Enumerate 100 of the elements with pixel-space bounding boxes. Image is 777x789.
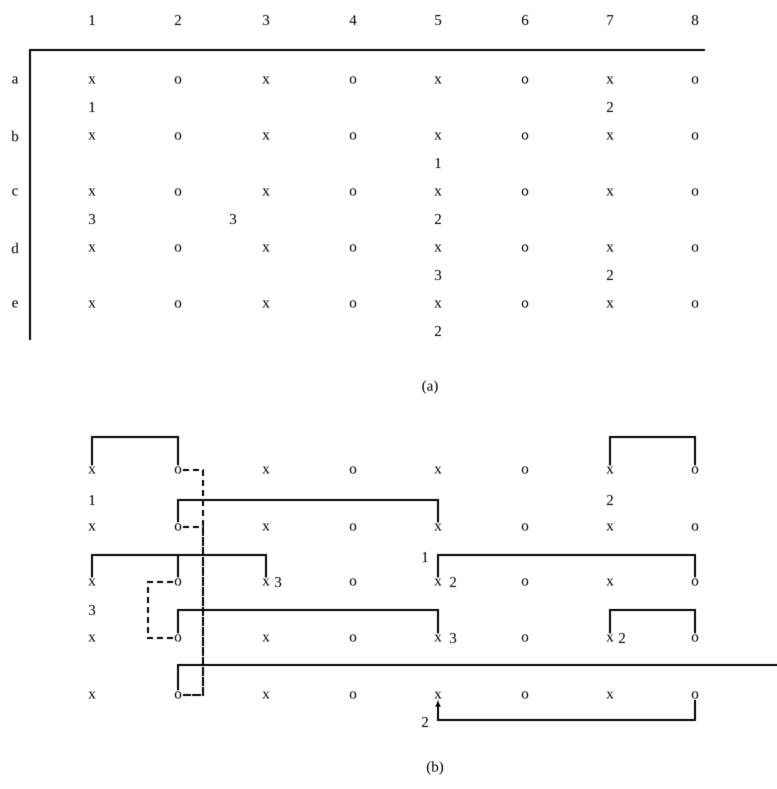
panel-caption: (a): [422, 380, 438, 394]
table-cell: o: [692, 132, 698, 140]
bracket-connector: [147, 581, 174, 639]
cell-symbol: o: [350, 523, 356, 531]
table-cell: x: [88, 132, 96, 140]
cell-number: 3: [88, 214, 96, 224]
bracket-connector: [609, 609, 696, 634]
table-cell: o: [174, 188, 182, 196]
cell-symbol: x: [434, 692, 442, 698]
cell-number: 2: [618, 633, 625, 643]
cell-symbol: x: [88, 578, 96, 586]
bracket-connector: [177, 499, 439, 522]
table-cell: x: [262, 132, 270, 140]
column-number: 5: [435, 15, 442, 25]
column-number: 3: [262, 14, 270, 26]
table-cell: o: [522, 76, 528, 84]
cell-symbol: o: [350, 466, 356, 474]
column-number: 8: [692, 14, 698, 26]
table-cell: x: [88, 300, 96, 308]
cell-number: 1: [436, 158, 441, 168]
table-cell: x: [606, 188, 614, 196]
panel-caption: (b): [426, 761, 444, 775]
cell-symbol: x: [262, 524, 270, 530]
cell-symbol: o: [522, 691, 528, 699]
cell-symbol: x: [434, 578, 442, 586]
cell-number: 3: [88, 604, 96, 616]
cell-symbol: x: [88, 466, 96, 474]
cell-symbol: o: [522, 523, 528, 531]
table-cell: o: [174, 244, 182, 252]
cell-symbol: x: [88, 524, 96, 530]
table-cell: o: [350, 300, 356, 308]
cell-symbol: o: [174, 466, 182, 474]
bracket-connector: [177, 609, 439, 634]
cell-symbol: o: [522, 466, 528, 474]
cell-symbol: o: [692, 691, 698, 699]
row-label: a: [12, 76, 18, 84]
row-label: d: [12, 242, 19, 254]
cell-symbol: o: [692, 634, 698, 642]
column-number: 2: [174, 15, 181, 25]
row-label: b: [11, 130, 18, 142]
table-cell: o: [692, 188, 698, 196]
row-label: e: [12, 300, 18, 308]
cell-symbol: x: [88, 692, 96, 698]
table-cell: o: [350, 188, 356, 196]
table-cell: x: [434, 132, 442, 140]
column-number: 6: [522, 14, 528, 26]
table-cell: x: [262, 244, 270, 252]
cell-number: 2: [434, 214, 441, 224]
cell-symbol: o: [174, 578, 182, 586]
cell-number: 3: [274, 576, 282, 588]
table-cell: o: [692, 244, 698, 252]
table-cell: x: [88, 76, 96, 84]
cell-number: 3: [450, 632, 456, 644]
cell-symbol: o: [692, 523, 698, 531]
cell-number: 2: [606, 495, 613, 505]
cell-number: 2: [422, 717, 428, 727]
cell-symbol: x: [434, 524, 442, 530]
cell-symbol: o: [174, 691, 182, 699]
table-cell: x: [262, 188, 270, 196]
bracket-connector: [177, 554, 267, 578]
table-cell: o: [350, 76, 356, 84]
cell-number: 1: [90, 495, 95, 505]
bracket-connector: [436, 700, 696, 721]
cell-number: 1: [422, 552, 428, 562]
table-cell: x: [88, 244, 96, 252]
cell-number: 3: [230, 214, 236, 224]
table-cell: o: [522, 244, 528, 252]
cell-symbol: o: [174, 634, 182, 642]
cell-number: 2: [606, 270, 613, 280]
cell-symbol: o: [174, 523, 182, 531]
cell-symbol: o: [522, 634, 528, 642]
row-label: c: [12, 188, 18, 196]
cell-symbol: x: [606, 634, 614, 642]
cell-symbol: x: [262, 692, 270, 698]
table-cell: o: [522, 188, 528, 196]
bracket-connector: [177, 664, 777, 690]
cell-symbol: x: [606, 466, 614, 474]
cell-symbol: x: [434, 466, 442, 474]
table-cell: o: [350, 132, 356, 140]
bracket-connector: [609, 436, 696, 466]
table-cell: o: [522, 300, 528, 308]
table-cell: o: [350, 244, 356, 252]
column-number: 7: [607, 15, 614, 25]
table-cell: o: [174, 76, 182, 84]
table-cell: x: [606, 300, 614, 308]
bracket-connector: [182, 526, 204, 696]
table-cell: x: [606, 244, 614, 252]
cell-symbol: x: [262, 634, 270, 642]
cell-symbol: o: [350, 578, 356, 586]
cell-symbol: o: [350, 691, 356, 699]
cell-symbol: x: [262, 466, 270, 474]
table-cell: x: [606, 76, 614, 84]
cell-number: 2: [450, 577, 456, 587]
cell-symbol: x: [262, 578, 270, 586]
cell-symbol: o: [522, 578, 528, 586]
table-cell: x: [434, 300, 442, 308]
table-cell: o: [522, 132, 528, 140]
table-cell: x: [262, 76, 270, 84]
column-number: 4: [350, 15, 357, 25]
table-cell: o: [174, 132, 182, 140]
